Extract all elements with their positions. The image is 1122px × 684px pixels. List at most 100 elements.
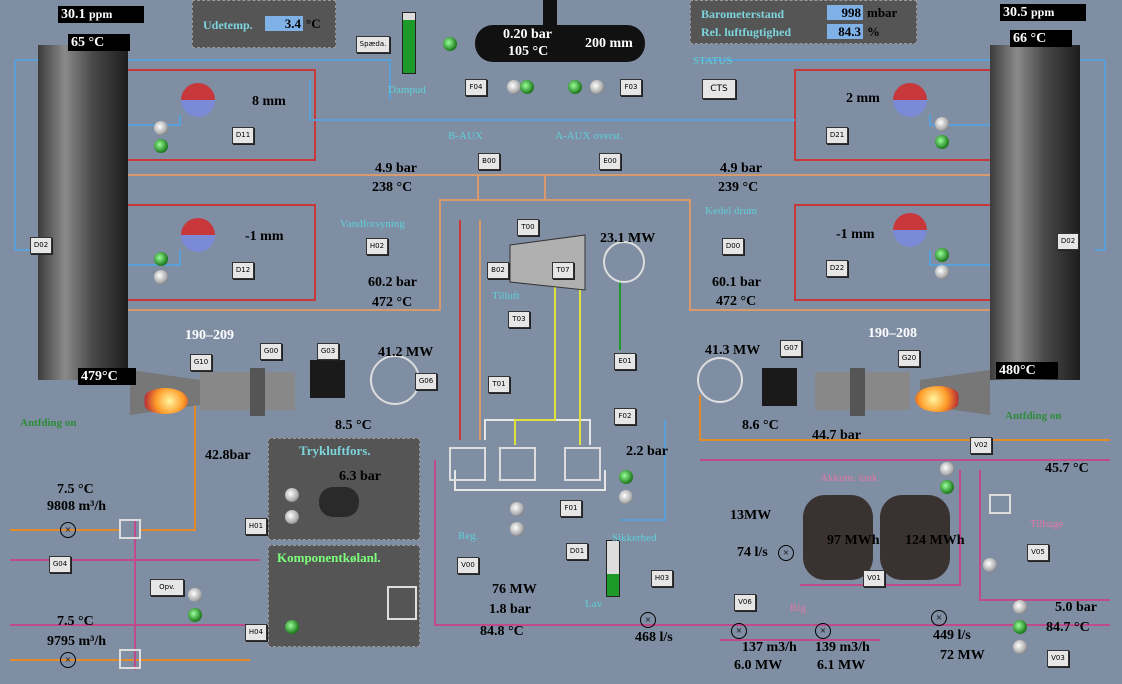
valve-icon[interactable] [510,522,524,536]
valve-icon[interactable] [568,80,582,94]
tank1-energy: 97 MWh [827,533,880,548]
d22-button[interactable]: D22 [826,260,848,277]
valve-icon[interactable] [188,608,202,622]
t07-button[interactable]: T07 [552,262,574,279]
component-hx [387,586,417,620]
valve-icon[interactable] [590,80,604,94]
valve-icon[interactable] [154,252,168,266]
valve-icon[interactable] [940,480,954,494]
valve-icon[interactable] [935,117,949,131]
opv-button[interactable]: Opv. [150,579,184,596]
d00-button[interactable]: D00 [722,238,744,255]
valve-icon[interactable] [935,248,949,262]
t01-button[interactable]: T01 [488,376,510,393]
d12-button[interactable]: D12 [232,262,254,279]
lp-right-pressure: 4.9 bar [720,161,762,176]
humidity-label: Rel. luftfugtighed [701,25,791,39]
d02-left-button[interactable]: D02 [30,237,52,254]
g03-button[interactable]: G03 [317,343,339,360]
d11-button[interactable]: D11 [232,127,254,144]
cooling-bottom-temp: 7.5 °C [57,614,94,629]
valve-icon[interactable] [507,80,521,94]
rig-label: Rig [790,602,806,614]
gt-left-range: 190–209 [185,328,234,343]
f03-button[interactable]: F03 [620,79,642,96]
drum-l2-level: -1 mm [245,229,284,244]
g20-button[interactable]: G20 [898,350,920,367]
v00-button[interactable]: V00 [457,557,479,574]
valve-icon[interactable] [285,620,299,634]
hp-right-pressure: 60.1 bar [712,275,761,290]
cooling-top-flow: 9808 m³/h [47,499,107,514]
valve-icon[interactable] [940,462,954,476]
valve-icon[interactable] [619,490,633,504]
valve-icon[interactable] [188,588,202,602]
g07-button[interactable]: G07 [780,340,802,357]
valve-icon[interactable] [935,135,949,149]
v02-button[interactable]: V02 [970,437,992,454]
g00-button[interactable]: G00 [260,343,282,360]
right-exhaust-stack [990,45,1080,380]
valve-icon[interactable] [1013,640,1027,654]
valve-icon[interactable] [154,139,168,153]
lp-right-temp: 239 °C [718,180,759,195]
cts-button[interactable]: CTS [702,79,736,99]
f04-button[interactable]: F04 [465,79,487,96]
h03-button[interactable]: H03 [651,570,673,587]
stats-label: STATUS [693,55,733,67]
v03-button[interactable]: V03 [1047,650,1069,667]
br-flow: 449 l/s [933,628,971,643]
valve-icon[interactable] [1013,600,1027,614]
h04-button[interactable]: H04 [245,624,267,641]
valve-icon[interactable] [443,37,457,51]
lp-left-pressure: 4.9 bar [375,161,417,176]
valve-icon[interactable] [154,270,168,284]
hp-right-temp: 472 °C [716,294,757,309]
drum-r2-level: -1 mm [836,227,875,242]
e01-button[interactable]: E01 [614,353,636,370]
storage-top-temp: 45.7 °C [1045,461,1089,476]
valve-icon[interactable] [510,502,524,516]
right-status: Antfding on [1005,410,1062,422]
h02-button[interactable]: H02 [366,238,388,255]
g06-button[interactable]: G06 [415,373,437,390]
right-stack-bottom-temp: 480°C [996,362,1058,379]
v05-button[interactable]: V05 [1027,544,1049,561]
cooling-bottom-flow: 9795 m³/h [47,634,107,649]
valve-icon[interactable] [285,488,299,502]
d01-button[interactable]: D01 [566,543,588,560]
spaeda-button[interactable]: Spæda. [356,36,390,53]
outdoor-temp-unit: °C [306,16,321,31]
valve-icon[interactable] [285,510,299,524]
valve-icon[interactable] [619,470,633,484]
valve-icon[interactable] [1013,620,1027,634]
v01-button[interactable]: V01 [863,570,885,587]
f01-button[interactable]: F01 [560,500,582,517]
st-generator-power: 23.1 MW [600,231,656,246]
valve-icon[interactable] [154,121,168,135]
barometer-unit: mbar [867,5,898,20]
br-temp: 84.7 °C [1046,620,1090,635]
outdoor-temp-label: Udetemp. [203,18,253,32]
h01-button[interactable]: H01 [245,518,267,535]
valve-icon[interactable] [983,558,997,572]
valve-icon[interactable] [520,80,534,94]
right-stack-nox: 30.5 ppm [1000,4,1086,21]
lp-left-temp: 238 °C [372,180,413,195]
d02-right-button[interactable]: D02 [1057,233,1079,250]
e00-button[interactable]: E00 [599,153,621,170]
b02-button[interactable]: B02 [487,262,509,279]
d21-button[interactable]: D21 [826,127,848,144]
b00-button[interactable]: B00 [478,153,500,170]
t00-button[interactable]: T00 [517,219,539,236]
g04-button[interactable]: G04 [49,556,71,573]
flowmeter-icon: × [778,545,794,561]
g10-button[interactable]: G10 [190,354,212,371]
v06-button[interactable]: V06 [734,594,756,611]
hx-b-power: 6.1 MW [817,658,866,673]
t03-button[interactable]: T03 [508,311,530,328]
hx-b-flow: 139 m3/h [815,640,870,655]
valve-icon[interactable] [935,265,949,279]
sikkerhed-label: Sikkerhed [612,532,657,544]
f02-button[interactable]: F02 [614,408,636,425]
